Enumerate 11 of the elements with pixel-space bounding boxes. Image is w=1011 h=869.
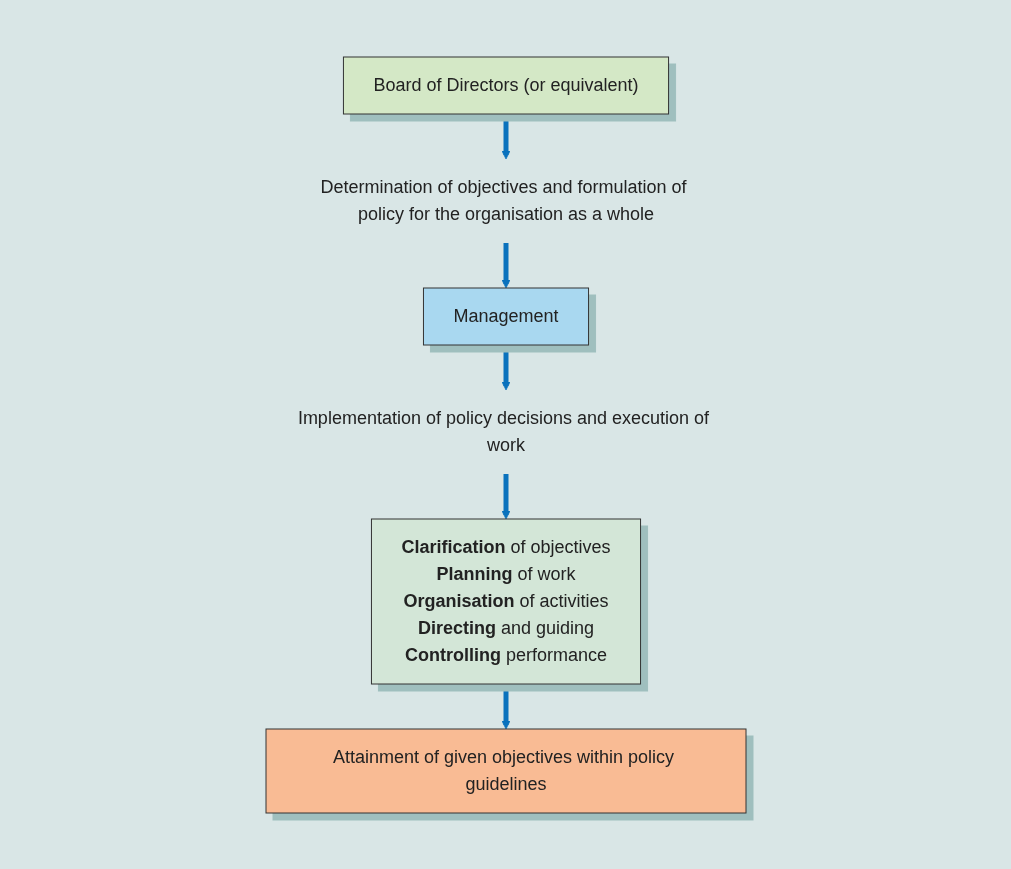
arrow bbox=[501, 242, 510, 288]
arrow bbox=[501, 683, 510, 729]
node-box bbox=[342, 56, 669, 114]
arrow bbox=[501, 344, 510, 390]
node-text: Implementation of policy decisions and execution of work bbox=[297, 407, 709, 455]
arrow bbox=[501, 473, 510, 519]
node-box bbox=[370, 518, 641, 684]
node-box bbox=[422, 287, 589, 345]
node-box bbox=[265, 728, 746, 813]
node-text: Determination of objectives and formulation of policy for the organisation as a whole bbox=[319, 176, 687, 224]
arrow bbox=[501, 113, 510, 159]
